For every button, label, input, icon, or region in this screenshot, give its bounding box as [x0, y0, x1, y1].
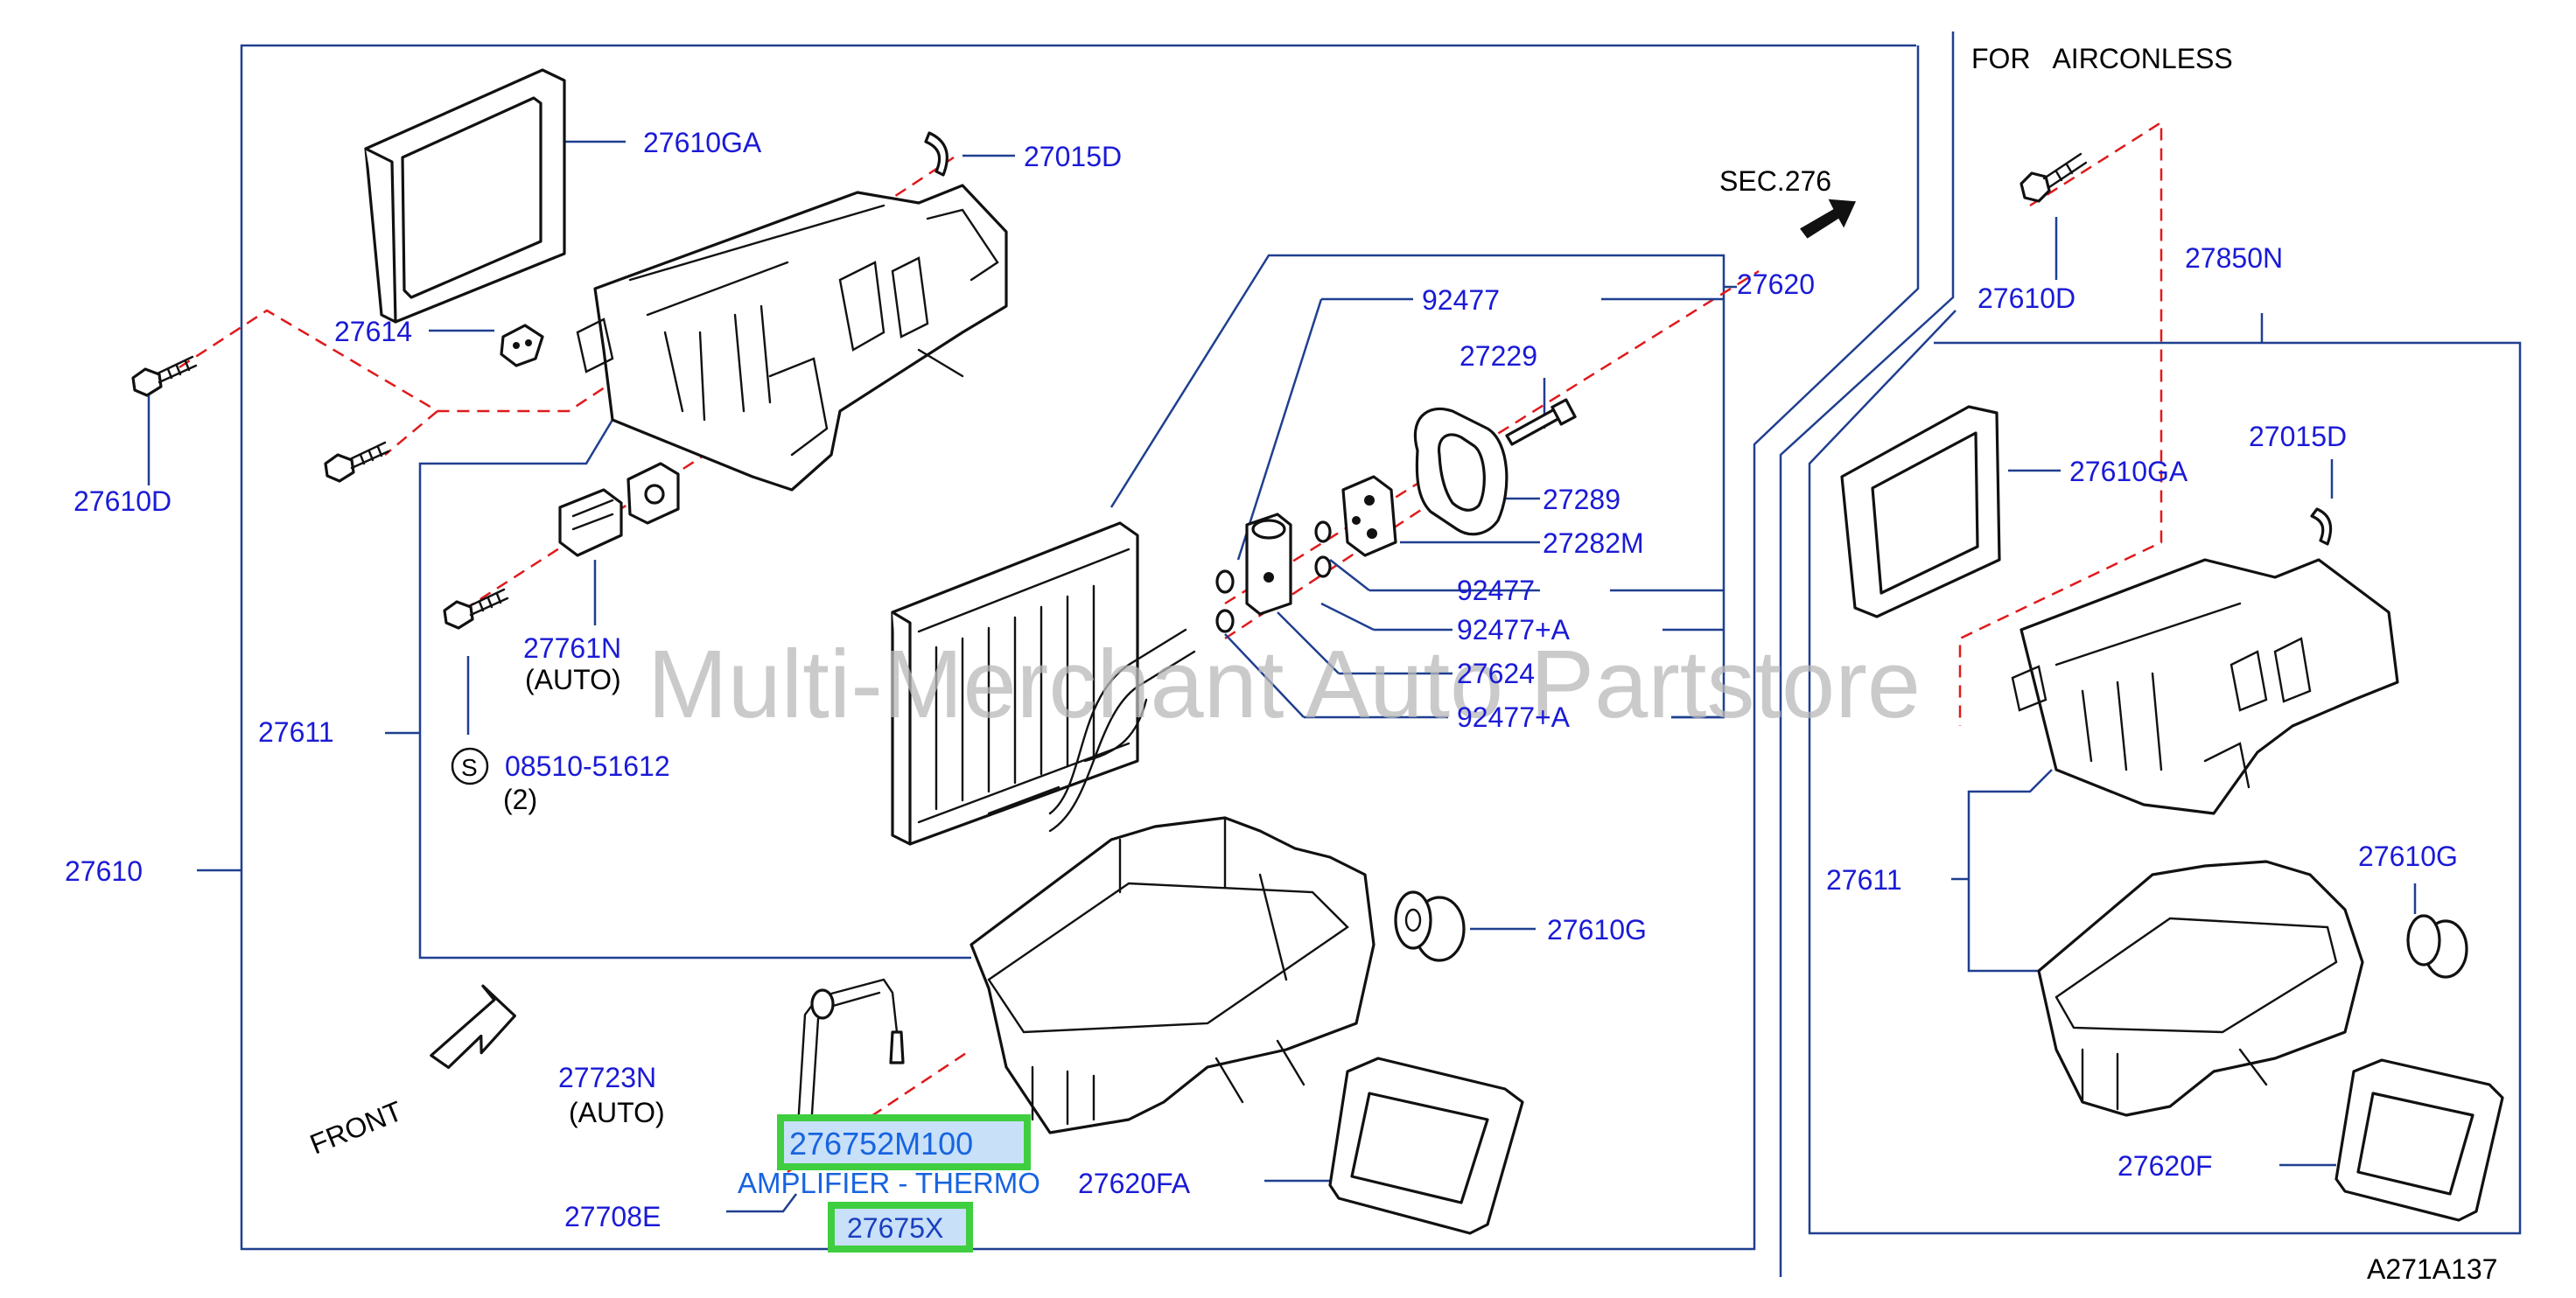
insulator-27282M: [1341, 475, 1397, 557]
label-qty-2: (2): [503, 784, 537, 815]
right-panel-title: FOR AIRCONLESS: [1971, 43, 2233, 74]
right-label-27620F: 27620F: [2118, 1150, 2213, 1182]
label-27282M: 27282M: [1543, 527, 1644, 559]
watermark: Multi-Merchant Auto Partstore: [648, 631, 1921, 738]
right-label-27610D: 27610D: [1978, 283, 2076, 314]
right-bushing-27610G: [2406, 914, 2468, 979]
label-27624: 27624: [1457, 658, 1535, 689]
right-part-labels: FOR AIRCONLESS 27850N 27610D 27015D 2761…: [1826, 43, 2497, 1285]
label-auto-1: (AUTO): [525, 664, 621, 695]
thermo-sensor-27723N: [794, 978, 905, 1156]
right-label-27610G: 27610G: [2358, 841, 2458, 872]
right-label-27015D: 27015D: [2249, 421, 2347, 452]
label-auto-2: (AUTO): [569, 1097, 665, 1128]
right-frame-27620F: [2334, 1058, 2504, 1222]
right-label-27610GA: 27610GA: [2069, 456, 2188, 487]
right-drain-pan: [2037, 860, 2364, 1117]
label-27610: 27610: [65, 855, 143, 887]
right-screw-27610D: [2020, 152, 2088, 203]
bushing-27610G: [1394, 890, 1466, 962]
leader-lines: [147, 140, 2417, 1213]
orings: [1215, 520, 1332, 633]
right-label-27850N: 27850N: [2185, 242, 2283, 274]
label-92477A-1: 92477+A: [1457, 614, 1571, 646]
callout-highlights: [777, 1114, 1031, 1253]
section-arrow: [1800, 199, 1857, 239]
label-27620: 27620: [1737, 269, 1815, 300]
label-27611: 27611: [258, 716, 334, 748]
label-27229: 27229: [1460, 340, 1537, 372]
left-part-labels: 27610GA 27015D SEC.276 27620 27614 92477…: [65, 127, 1831, 1232]
label-92477A-2: 92477+A: [1457, 701, 1571, 733]
label-92477-mid: 92477: [1457, 575, 1535, 606]
sensor-27761N: [558, 462, 680, 557]
fastener-symbol: S: [461, 754, 478, 781]
frame-lines: [197, 31, 2522, 1277]
label-27610D: 27610D: [74, 485, 172, 517]
callout-amplifier-thermo[interactable]: AMPLIFIER - THERMO: [738, 1167, 1040, 1199]
label-27610G: 27610G: [1547, 914, 1647, 946]
evaporator-core: [891, 521, 1196, 846]
expansion-valve-27624: [1245, 513, 1292, 616]
heater-case-upper: [576, 184, 1008, 492]
filter-27610GA: [364, 68, 566, 324]
label-27610GA: 27610GA: [643, 127, 762, 158]
right-case-upper: [2011, 558, 2399, 815]
front-arrow: [430, 984, 516, 1070]
right-filter-27610GA: [1840, 405, 2001, 618]
figure-code: A271A137: [2367, 1253, 2497, 1285]
label-27620FA: 27620FA: [1078, 1168, 1191, 1199]
label-08510-51612: 08510-51612: [505, 750, 670, 782]
label-27708E: 27708E: [564, 1201, 661, 1232]
bolt-27229: [1505, 398, 1577, 446]
grommet-27289: [1413, 407, 1508, 536]
fastener-symbol-circle: [451, 747, 489, 785]
label-section-ref: SEC.276: [1719, 165, 1831, 197]
label-27723N: 27723N: [558, 1062, 656, 1093]
label-27614: 27614: [334, 316, 412, 347]
right-label-27611: 27611: [1826, 864, 1902, 896]
right-clip-27015D: [2310, 507, 2333, 546]
label-27289: 27289: [1543, 484, 1620, 515]
small-connector-27614: [500, 324, 544, 367]
frame-27620FA: [1328, 1057, 1524, 1235]
label-92477-top: 92477: [1422, 284, 1500, 316]
front-label: FRONT: [305, 1095, 407, 1161]
clip-27015D: [924, 131, 948, 177]
callout-labels: 276752M100 AMPLIFIER - THERMO 27675X: [738, 1126, 1040, 1244]
label-27761N: 27761N: [523, 632, 621, 664]
screws-left: [131, 355, 509, 630]
label-27015D: 27015D: [1024, 141, 1122, 172]
callout-part-27675X[interactable]: 27675X: [847, 1212, 943, 1244]
callout-part-276752M100[interactable]: 276752M100: [789, 1126, 973, 1162]
drain-pan-lower: [970, 816, 1376, 1134]
